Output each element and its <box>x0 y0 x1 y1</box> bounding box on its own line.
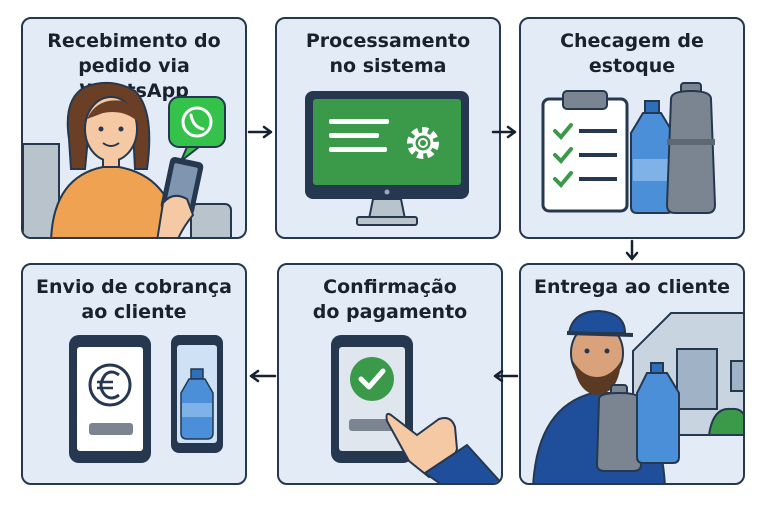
step-title-line: estoque <box>588 55 676 77</box>
stock-check-illustration <box>541 82 717 214</box>
step-card-stock-check: Checagem de estoque <box>519 17 745 239</box>
step-title-line: Entrega ao cliente <box>533 276 731 298</box>
step-title-line: Checagem de <box>560 30 704 52</box>
step-title: Confirmação do pagamento <box>285 275 495 325</box>
gas-cylinder-icon <box>665 82 717 214</box>
step-title-line: Confirmação <box>323 276 457 298</box>
step-title-line: Envio de cobrança <box>36 276 232 298</box>
step-title: Processamento no sistema <box>283 29 493 79</box>
gear-icon <box>407 127 439 159</box>
gas-cylinder-icon <box>595 384 643 472</box>
step-card-billing: Envio de cobrança ao cliente <box>21 263 247 485</box>
person-icon <box>50 81 180 237</box>
step-title-line: Recebimento do <box>47 30 221 52</box>
whatsapp-icon <box>168 96 226 162</box>
step-card-whatsapp-order: Recebimento do pedido via WhatsApp <box>21 17 247 239</box>
clipboard-checklist-icon <box>541 90 629 213</box>
checkmark-icon <box>350 357 394 401</box>
arrow-down-icon <box>625 239 639 261</box>
step-title: Checagem de estoque <box>527 29 737 79</box>
step-title-line: no sistema <box>329 55 447 77</box>
euro-icon <box>88 363 132 407</box>
step-card-payment-confirmation: Confirmação do pagamento <box>277 263 503 485</box>
hand-pointer-icon <box>385 412 501 483</box>
arrow-right-icon <box>247 125 273 139</box>
step-title-line: Processamento <box>305 30 471 52</box>
step-title-line: ao cliente <box>81 301 187 323</box>
step-card-delivery: Entrega ao cliente <box>519 263 745 485</box>
delivery-illustration <box>532 309 743 483</box>
water-bottle-icon <box>636 362 680 464</box>
arrow-left-icon <box>249 369 277 383</box>
arrow-left-icon <box>493 369 519 383</box>
payment-confirmation-illustration <box>331 335 501 483</box>
water-bottle-icon <box>630 100 674 214</box>
step-title: Envio de cobrança ao cliente <box>29 275 239 325</box>
whatsapp-order-illustration <box>23 81 232 237</box>
step-card-system-processing: Processamento no sistema <box>275 17 501 239</box>
arrow-right-icon <box>491 125 517 139</box>
water-bottle-icon <box>180 368 214 440</box>
billing-illustration <box>69 335 223 463</box>
step-title: Entrega ao cliente <box>527 275 737 300</box>
step-title-line: do pagamento <box>312 301 468 323</box>
computer-monitor-icon <box>305 91 469 226</box>
system-processing-illustration <box>305 91 469 226</box>
